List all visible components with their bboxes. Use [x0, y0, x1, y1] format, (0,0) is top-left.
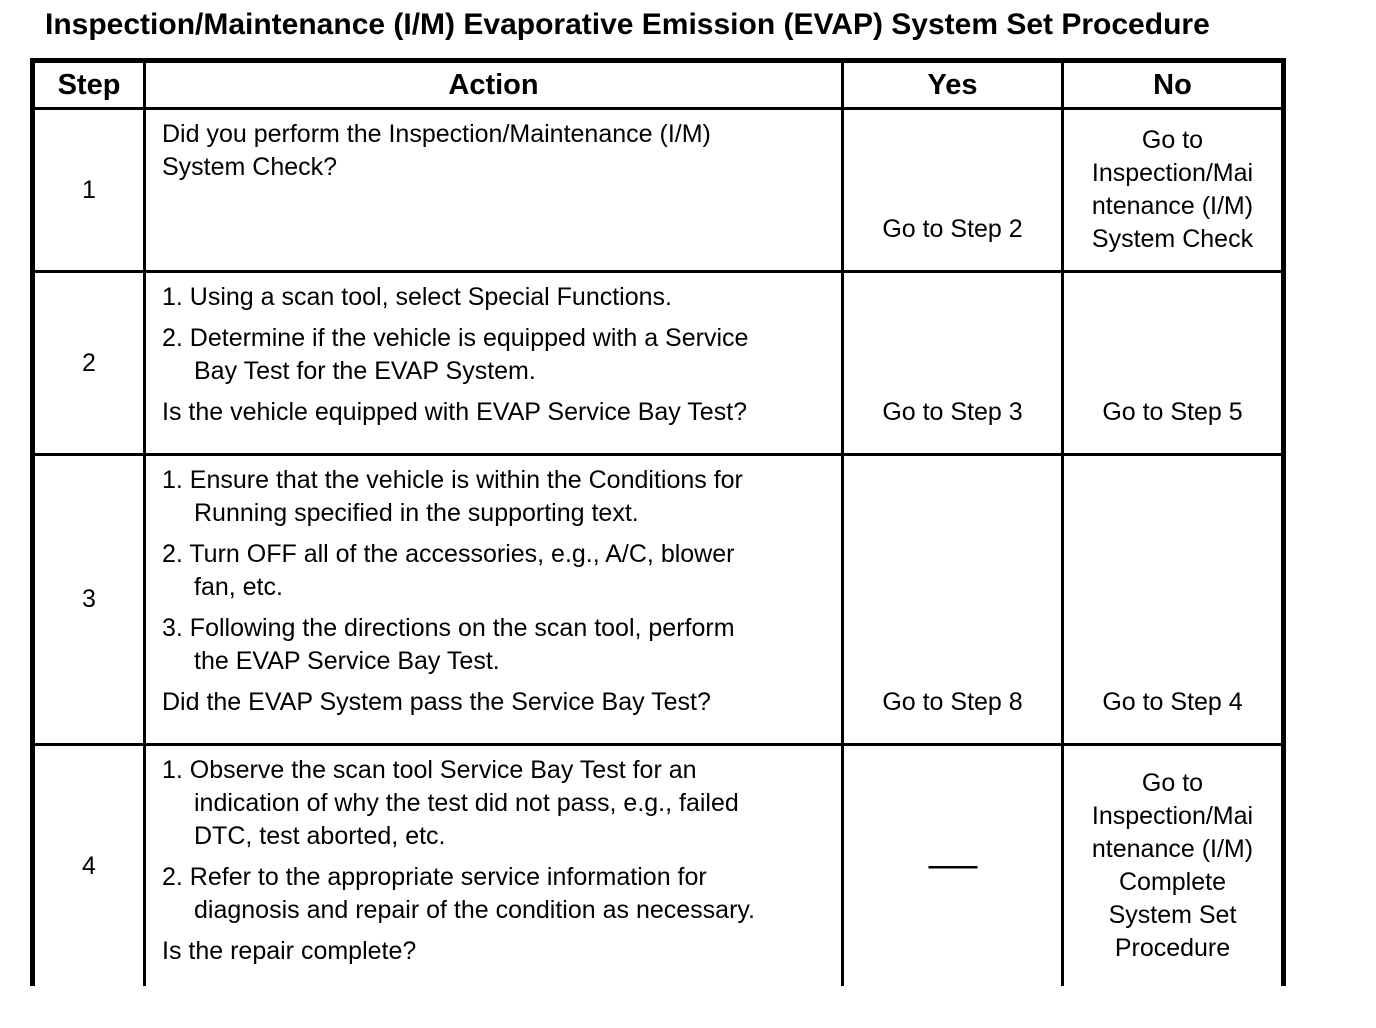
- action-item: 1. Using a scan tool, select Special Fun…: [162, 283, 672, 311]
- step-number: 3: [82, 585, 96, 613]
- yes-cell: Go to Step 3: [844, 273, 1061, 453]
- step-number: 2: [82, 348, 96, 377]
- no-cell: Go to Inspection/Mai ntenance (I/M) Syst…: [1064, 110, 1281, 270]
- action-item: 2. Determine if the vehicle is equipped …: [162, 324, 749, 385]
- procedure-table: Step Action Yes No 1 Did you perform the…: [30, 58, 1286, 986]
- header-row: Step Action Yes No: [31, 59, 1285, 110]
- no-cell-text: Go to Inspection/Mai ntenance (I/M) Syst…: [1091, 126, 1254, 253]
- action-item: 1. Ensure that the vehicle is within the…: [162, 466, 743, 527]
- action-cell: 1. Observe the scan tool Service Bay Tes…: [146, 746, 841, 986]
- table-row-step-1: 1 Did you perform the Inspection/Mainten…: [31, 107, 1285, 273]
- page-title: Inspection/Maintenance (I/M) Evaporative…: [45, 8, 1210, 41]
- action-cell: 1. Ensure that the vehicle is within the…: [146, 456, 841, 743]
- action-item: 1. Observe the scan tool Service Bay Tes…: [162, 756, 739, 850]
- yes-cell: ——: [844, 746, 1061, 986]
- no-cell: Go to Step 4: [1064, 456, 1281, 743]
- no-cell: Go to Step 5: [1064, 273, 1281, 453]
- no-cell-text: Go to Inspection/Mai ntenance (I/M) Comp…: [1091, 769, 1254, 962]
- action-item: 3. Following the directions on the scan …: [162, 614, 735, 675]
- no-cell-text: Go to Step 5: [1102, 398, 1243, 426]
- action-question: Is the vehicle equipped with EVAP Servic…: [162, 398, 748, 426]
- action-cell: 1. Using a scan tool, select Special Fun…: [146, 273, 841, 453]
- action-question: Did the EVAP System pass the Service Bay…: [162, 688, 711, 716]
- action-question: Did you perform the Inspection/Maintenan…: [162, 120, 711, 181]
- column-header-step: Step: [31, 59, 146, 110]
- table-row-step-4: 4 1. Observe the scan tool Service Bay T…: [31, 743, 1285, 986]
- step-number: 4: [82, 851, 96, 880]
- yes-cell-text: Go to Step 2: [882, 215, 1023, 243]
- no-cell: Go to Inspection/Mai ntenance (I/M) Comp…: [1064, 746, 1281, 986]
- no-cell-text: Go to Step 4: [1102, 688, 1243, 716]
- yes-cell-text: Go to Step 3: [882, 398, 1023, 426]
- table-row-step-2: 2 1. Using a scan tool, select Special F…: [31, 270, 1285, 456]
- action-question: Is the repair complete?: [162, 937, 417, 965]
- yes-cell-text: Go to Step 8: [882, 688, 1023, 716]
- dash-placeholder: ——: [928, 851, 978, 880]
- table-row-step-3: 3 1. Ensure that the vehicle is within t…: [31, 453, 1285, 746]
- action-item: 2. Turn OFF all of the accessories, e.g.…: [162, 540, 735, 601]
- column-header-no: No: [1061, 59, 1285, 110]
- column-header-action: Action: [143, 59, 844, 110]
- action-cell: Did you perform the Inspection/Maintenan…: [146, 110, 841, 270]
- step-number: 1: [82, 175, 96, 204]
- yes-cell: Go to Step 2: [844, 110, 1061, 270]
- column-header-yes: Yes: [841, 59, 1064, 110]
- action-item: 2. Refer to the appropriate service info…: [162, 863, 755, 924]
- yes-cell: Go to Step 8: [844, 456, 1061, 743]
